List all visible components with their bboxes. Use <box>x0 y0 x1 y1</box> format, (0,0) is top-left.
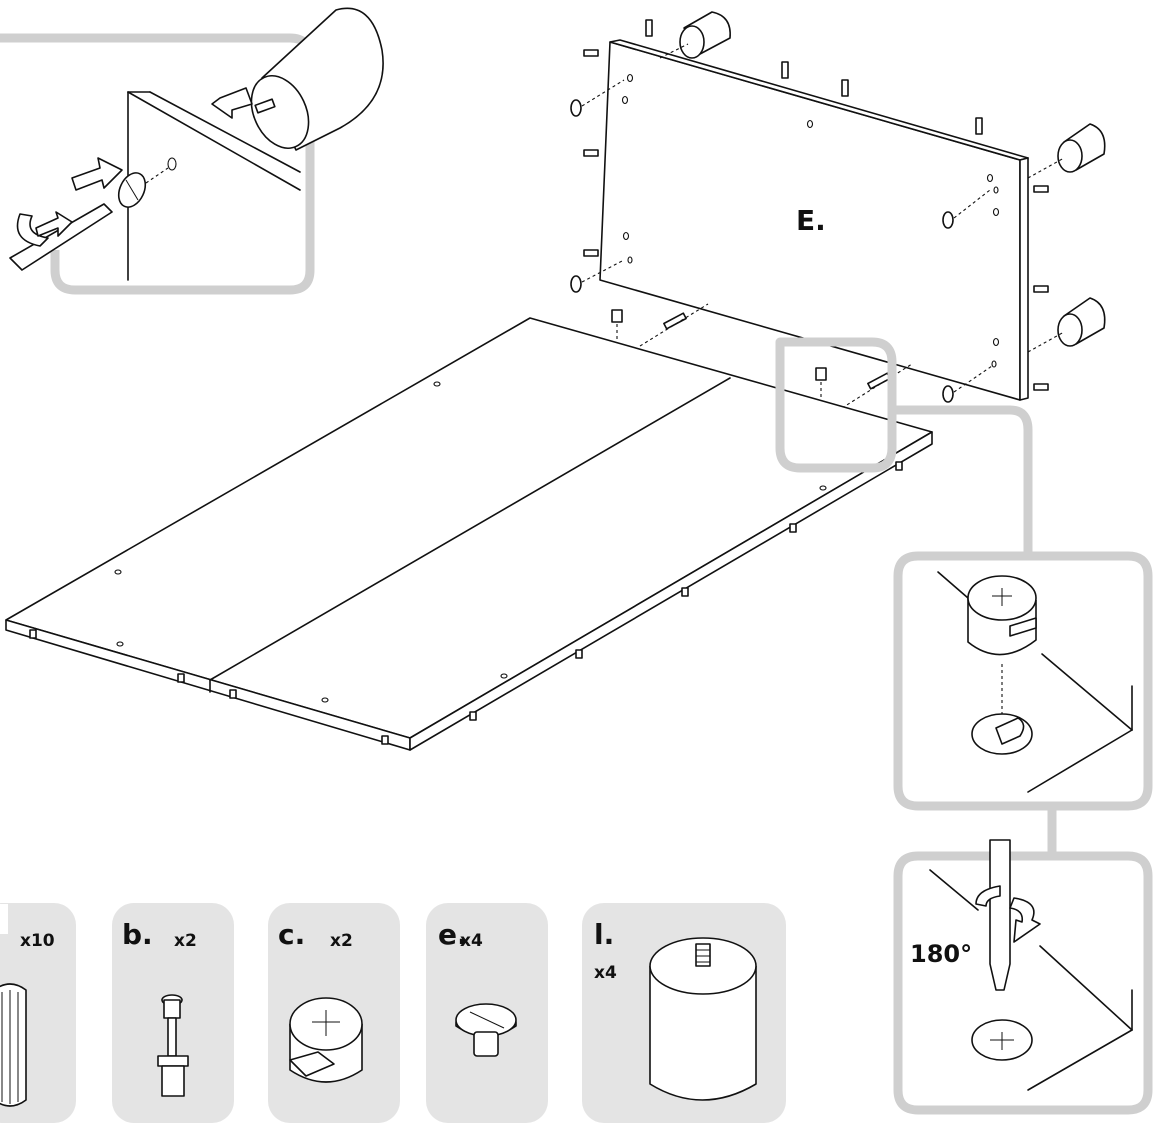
dowel-icon <box>681 587 689 597</box>
rotation-label: 180° <box>910 940 972 968</box>
screw-icon <box>942 211 954 229</box>
part-card-cam-bolt: b. x2 <box>112 903 234 1123</box>
screw-icon <box>570 275 582 293</box>
dowel-icon <box>229 689 237 699</box>
panel-e: E. <box>570 11 1106 412</box>
dowel-icon <box>29 629 37 639</box>
dowel-icon <box>583 149 599 157</box>
parts-legend: x10 b. x2 c. x2 <box>0 903 786 1123</box>
dowel-icon <box>381 735 389 745</box>
foot-icon <box>659 11 731 59</box>
arrow-right-icon <box>71 157 123 191</box>
part-card-foot: l. x4 <box>582 903 786 1123</box>
panel-e-label: E. <box>796 204 826 237</box>
cam-lock-icon <box>611 309 623 323</box>
cam-lock-icon <box>967 575 1037 656</box>
dowel-icon <box>975 117 983 135</box>
dowel-icon <box>575 649 583 659</box>
dowel-icon <box>583 49 599 57</box>
part-card-dowel: x10 <box>0 903 76 1123</box>
detail-callout-foot-screw <box>0 7 384 295</box>
cam-bolt-icon <box>663 312 687 330</box>
part-c-letter: c. <box>278 918 305 951</box>
dowel-icon <box>1033 185 1049 193</box>
screw-icon <box>117 172 147 208</box>
part-b-qty: x2 <box>174 931 197 951</box>
cam-lock-icon <box>815 367 827 381</box>
part-a-qty: x10 <box>20 931 55 951</box>
detail-callout-cam-lock <box>893 551 1153 811</box>
foot-cylinder-icon <box>250 7 384 151</box>
detail-callout-connector <box>775 337 1057 856</box>
dowel-icon <box>1033 383 1049 391</box>
detail-callout-rotate: 180° <box>893 839 1153 1115</box>
part-card-cam-lock: c. x2 <box>268 903 400 1123</box>
screwdriver-icon <box>989 839 1011 991</box>
dowel-icon <box>177 673 185 683</box>
cam-lock-icon <box>289 997 363 1083</box>
dowel-icon <box>645 19 653 37</box>
dowel-icon <box>0 983 27 1107</box>
foot-icon <box>1027 297 1106 353</box>
screw-icon <box>455 1003 517 1057</box>
part-l-qty: x4 <box>594 963 617 983</box>
part-card-screw: e. x4 <box>426 903 548 1123</box>
screw-icon <box>942 385 954 403</box>
dowel-icon <box>1033 285 1049 293</box>
dowel-icon <box>583 249 599 257</box>
foot-icon <box>649 937 757 1101</box>
arrow-left-icon <box>211 87 253 119</box>
part-c-qty: x2 <box>330 931 353 951</box>
part-e-letter: e. <box>438 918 468 951</box>
screwdriver-icon <box>9 203 113 271</box>
dowel-icon <box>781 61 789 79</box>
cam-bolt-icon <box>867 372 891 390</box>
dowel-icon <box>841 79 849 97</box>
foot-icon <box>1027 123 1106 179</box>
rotate-arrow-icon <box>975 885 1041 943</box>
dowel-icon <box>789 523 797 533</box>
part-e-qty: x4 <box>460 931 483 951</box>
dowel-icon <box>895 461 903 471</box>
part-b-letter: b. <box>122 918 153 951</box>
base-board <box>5 317 933 751</box>
part-l-letter: l. <box>594 918 614 951</box>
dowel-icon <box>469 711 477 721</box>
screw-icon <box>570 99 582 117</box>
cam-bolt-icon <box>157 994 189 1097</box>
